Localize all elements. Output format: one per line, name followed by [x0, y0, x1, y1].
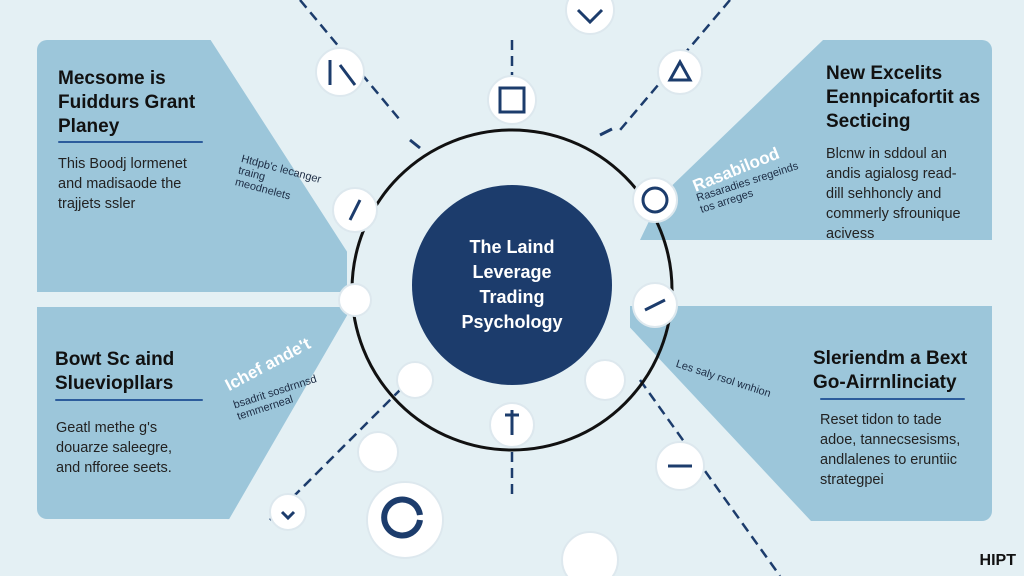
central-topic: The Laind Leverage Trading Psychology [412, 185, 612, 385]
emotions-icon [561, 531, 619, 576]
connector-line [638, 379, 782, 576]
title-underline [820, 398, 965, 400]
panel-body: This Boodj lormenet and madisaode the tr… [58, 156, 187, 212]
c-logo-icon [366, 481, 444, 559]
person-small-icon [338, 283, 372, 317]
title-underline [55, 399, 203, 401]
shield-icon [565, 0, 615, 35]
brain-icon [584, 359, 626, 401]
panel-body: Reset tidon to tade adoe, tannecsesisms,… [820, 412, 961, 488]
title-underline [58, 141, 203, 143]
central-title: The Laind Leverage Trading Psychology [461, 237, 563, 332]
bull-icon [657, 49, 703, 95]
panel-title: Bowt Sc aind Slueviopllars [55, 349, 175, 394]
panel-body: Geatl methe g's douarze saleegre, and nf… [56, 420, 173, 476]
brand-logo: HIPT [979, 552, 1016, 569]
compass-icon [396, 361, 434, 399]
chart-icon [315, 47, 365, 97]
document-icon [487, 75, 537, 125]
panel-body: Blcnw in sddoul an andis agialosg read- … [826, 146, 961, 242]
panel-title: Mecsome is Fuiddurs Grant Planey [58, 68, 196, 137]
panel-title: New Excelits Eennpicafortit as Secticing [826, 63, 981, 132]
target-icon [632, 177, 678, 223]
check-badge-icon [269, 493, 307, 531]
brain-outline-icon [357, 431, 399, 473]
connector-line [299, 0, 401, 121]
panel-title: Sleriendm a Bext Go-Airrnlinciaty [813, 348, 968, 393]
